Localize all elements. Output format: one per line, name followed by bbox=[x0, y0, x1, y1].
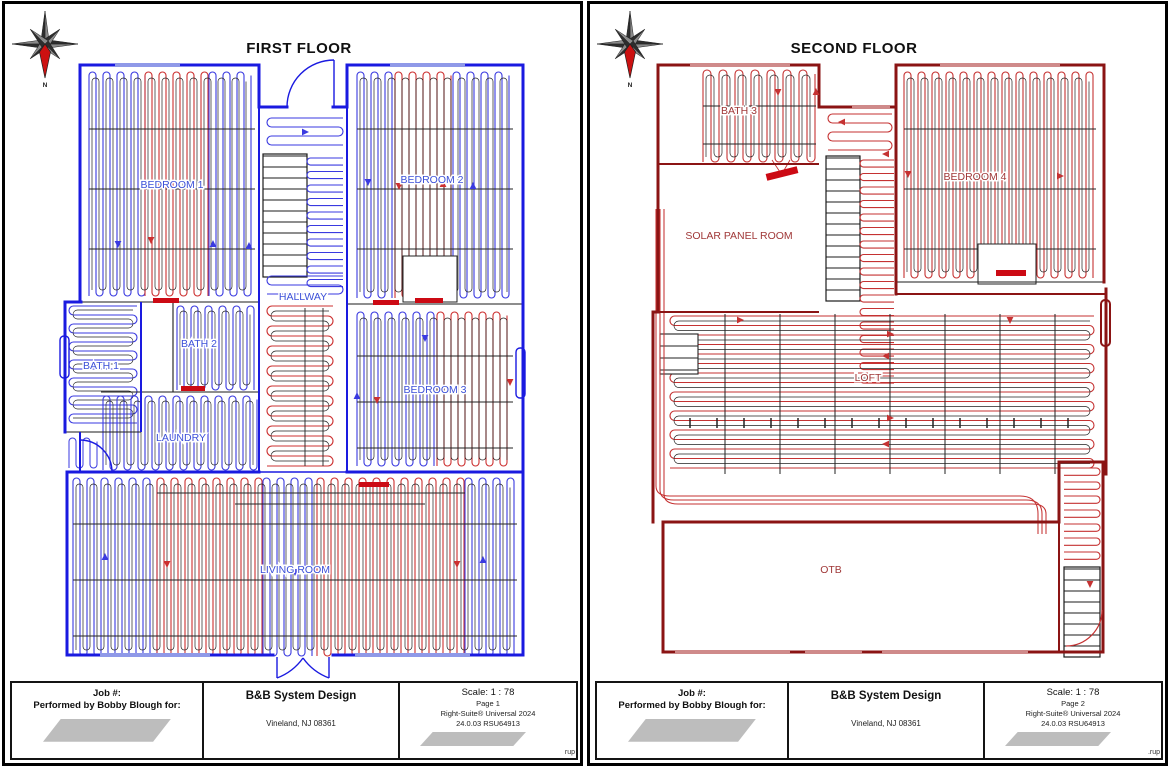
page-second-floor: SECOND FLOOR N BATH 3 SOLAR PANEL ROOM B… bbox=[587, 1, 1168, 766]
job-number-label: Job #: bbox=[678, 688, 706, 699]
door-swings bbox=[79, 59, 335, 679]
interior-walls bbox=[658, 163, 1106, 652]
redacted-file-path bbox=[420, 732, 526, 746]
room-label-bedroom4: BEDROOM 4 bbox=[943, 171, 1006, 183]
page-number: Page 1 bbox=[476, 699, 500, 708]
scale-text: Scale: 1 : 78 bbox=[461, 687, 515, 698]
second-floor-plan: SECOND FLOOR N BATH 3 SOLAR PANEL ROOM B… bbox=[596, 10, 1111, 658]
software-version: 24.0.03 RSU64913 bbox=[1041, 719, 1105, 728]
window-segments bbox=[100, 63, 470, 657]
scale-text: Scale: 1 : 78 bbox=[1046, 687, 1100, 698]
compass-north-label: N bbox=[43, 82, 48, 89]
window-bump-left bbox=[59, 335, 70, 379]
redacted-client-name bbox=[43, 718, 171, 742]
job-number-label: Job #: bbox=[93, 688, 121, 699]
software-name: Right-Suite® Universal 2024 bbox=[1025, 709, 1121, 718]
room-label-bath3: BATH 3 bbox=[721, 105, 757, 117]
software-version: 24.0.03 RSU64913 bbox=[456, 719, 520, 728]
compass-north-label: N bbox=[628, 82, 633, 89]
room-label-loft: LOFT bbox=[855, 372, 882, 384]
title-block-company-cell: B&B System Design Vineland, NJ 08361 bbox=[202, 683, 400, 758]
file-extension-fragment: rup bbox=[564, 749, 575, 756]
company-address: Vineland, NJ 08361 bbox=[266, 719, 336, 728]
company-name: B&B System Design bbox=[830, 690, 942, 702]
title-block-job-cell: Job #: Performed by Bobby Blough for: bbox=[12, 683, 202, 758]
first-floor-plan: FIRST FLOOR N BEDROOM 1 BEDROOM 2 HALLWA… bbox=[11, 10, 526, 679]
company-address: Vineland, NJ 08361 bbox=[851, 719, 921, 728]
redacted-client-name bbox=[628, 718, 756, 742]
title-block-job-cell: Job #: Performed by Bobby Blough for: bbox=[597, 683, 787, 758]
room-label-bath2: BATH 2 bbox=[181, 338, 217, 350]
manifolds-and-arrows bbox=[101, 128, 514, 576]
page-number: Page 2 bbox=[1061, 699, 1085, 708]
title-block-meta-cell: Scale: 1 : 78 Page 1 Right-Suite® Univer… bbox=[400, 683, 576, 758]
exterior-walls bbox=[651, 63, 1108, 654]
heating-loops-first-floor bbox=[68, 71, 517, 657]
heating-loops-second-floor bbox=[655, 69, 1101, 658]
window-bump-right bbox=[515, 347, 526, 399]
room-label-solar: SOLAR PANEL ROOM bbox=[685, 230, 792, 242]
redacted-file-path bbox=[1005, 732, 1111, 746]
room-label-bedroom3: BEDROOM 3 bbox=[403, 384, 466, 396]
room-label-bath1: BATH 1 bbox=[83, 360, 119, 372]
performed-for-label: Performed by Bobby Blough for: bbox=[618, 699, 766, 711]
room-label-bedroom1: BEDROOM 1 bbox=[140, 179, 203, 191]
title-block-page1: Job #: Performed by Bobby Blough for: B&… bbox=[10, 681, 578, 760]
room-label-hallway: HALLWAY bbox=[279, 291, 327, 303]
title-block-page2: Job #: Performed by Bobby Blough for: B&… bbox=[595, 681, 1163, 760]
page-title: FIRST FLOOR bbox=[246, 40, 352, 57]
title-block-meta-cell: Scale: 1 : 78 Page 2 Right-Suite® Univer… bbox=[985, 683, 1161, 758]
stair-door-swing bbox=[1065, 609, 1103, 647]
room-label-bedroom2: BEDROOM 2 bbox=[400, 174, 463, 186]
compass-rose-icon bbox=[11, 10, 79, 79]
title-block-company-cell: B&B System Design Vineland, NJ 08361 bbox=[787, 683, 985, 758]
room-label-living: LIVING ROOM bbox=[260, 564, 330, 576]
software-name: Right-Suite® Universal 2024 bbox=[440, 709, 536, 718]
hall-walls bbox=[79, 107, 348, 472]
company-name: B&B System Design bbox=[245, 690, 357, 702]
page-first-floor: FIRST FLOOR N BEDROOM 1 BEDROOM 2 HALLWA… bbox=[2, 1, 583, 766]
performed-for-label: Performed by Bobby Blough for: bbox=[33, 699, 181, 711]
manifolds-and-arrows bbox=[737, 88, 1094, 588]
room-label-laundry: LAUNDRY bbox=[156, 432, 206, 444]
file-extension-fragment: .rup bbox=[1147, 749, 1160, 756]
page-title: SECOND FLOOR bbox=[791, 40, 918, 57]
compass-rose-icon bbox=[596, 10, 664, 79]
window-and-door-segments bbox=[675, 63, 1060, 654]
window-bump-right bbox=[1100, 299, 1111, 347]
room-label-otb: OTB bbox=[820, 564, 842, 576]
